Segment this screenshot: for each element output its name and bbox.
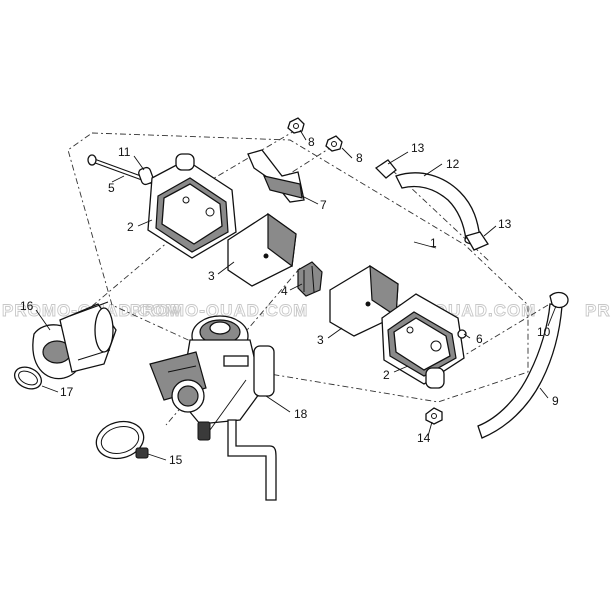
callout-5: 5	[108, 181, 115, 195]
leader-3a	[217, 261, 235, 275]
clip-part-upper	[374, 159, 397, 179]
leader-5	[111, 175, 125, 183]
leader-10	[547, 305, 557, 327]
callout-10: 10	[537, 325, 551, 339]
reed-block-part	[297, 261, 323, 297]
hose-clamp-part	[95, 420, 149, 460]
callout-labels: 1 2 2 3 3 4 5 6 7 8 8 9 10 11 12 13 13 1…	[20, 135, 559, 467]
hose-part-lower	[477, 291, 569, 439]
callout-2-upper: 2	[127, 220, 134, 234]
callout-15: 15	[169, 453, 183, 467]
callout-13-lower: 13	[498, 217, 512, 231]
clip-part-hose	[549, 291, 569, 309]
callout-8-left: 8	[308, 135, 315, 149]
leader-8a	[299, 129, 307, 141]
leader-7	[301, 195, 319, 205]
leader-15	[147, 453, 167, 461]
callout-7: 7	[320, 198, 327, 212]
nut-part-lower	[425, 407, 443, 425]
callout-13-upper: 13	[411, 141, 425, 155]
callout-18: 18	[294, 407, 308, 421]
callout-4: 4	[281, 284, 288, 298]
nut-parts	[287, 117, 343, 152]
guide-line-nut-left	[181, 129, 297, 198]
filter-part-lower	[329, 264, 399, 337]
leader-13a	[387, 151, 409, 165]
leader-17	[41, 385, 59, 393]
callout-6: 6	[476, 332, 483, 346]
callout-11: 11	[118, 145, 131, 159]
leader-13b	[483, 225, 497, 237]
clip-part-lower	[465, 231, 489, 251]
valve-body-right	[381, 293, 467, 389]
callout-17: 17	[60, 385, 74, 399]
leader-6	[463, 333, 471, 339]
valve-body-left	[147, 153, 237, 259]
leader-11	[133, 155, 145, 171]
leader-3b	[327, 327, 343, 339]
bracket-part	[247, 149, 305, 203]
leader-2a	[137, 219, 153, 227]
callout-3-lower: 3	[317, 333, 324, 347]
hose-part-upper	[374, 159, 489, 251]
carburetor-part	[149, 315, 277, 501]
leader-lines	[35, 129, 557, 461]
small-fitting-part	[457, 329, 467, 339]
watermark-text-2: PROMO-QUAD.COM	[130, 301, 308, 320]
callout-9: 9	[552, 394, 559, 408]
leader-18	[265, 395, 291, 413]
callout-16: 16	[20, 299, 34, 313]
leader-4	[289, 283, 303, 291]
leader-2b	[393, 365, 409, 373]
callout-8-right: 8	[356, 151, 363, 165]
guide-line-to-inlet	[77, 229, 183, 319]
leader-14	[427, 421, 433, 437]
watermark-text-4: PR	[585, 301, 611, 320]
callout-12: 12	[446, 157, 460, 171]
leader-16	[35, 309, 51, 331]
callout-3-upper: 3	[208, 269, 215, 283]
intake-manifold-part	[32, 301, 117, 380]
callout-14: 14	[417, 431, 431, 445]
o-ring-part	[13, 366, 43, 390]
filter-part-upper	[227, 212, 297, 287]
callout-2-lower: 2	[383, 368, 390, 382]
leader-8b	[341, 147, 353, 159]
leader-1	[413, 241, 437, 249]
assembly-outline	[67, 132, 529, 403]
leader-12	[423, 163, 443, 177]
callout-1: 1	[430, 236, 437, 250]
leader-9	[539, 387, 549, 399]
